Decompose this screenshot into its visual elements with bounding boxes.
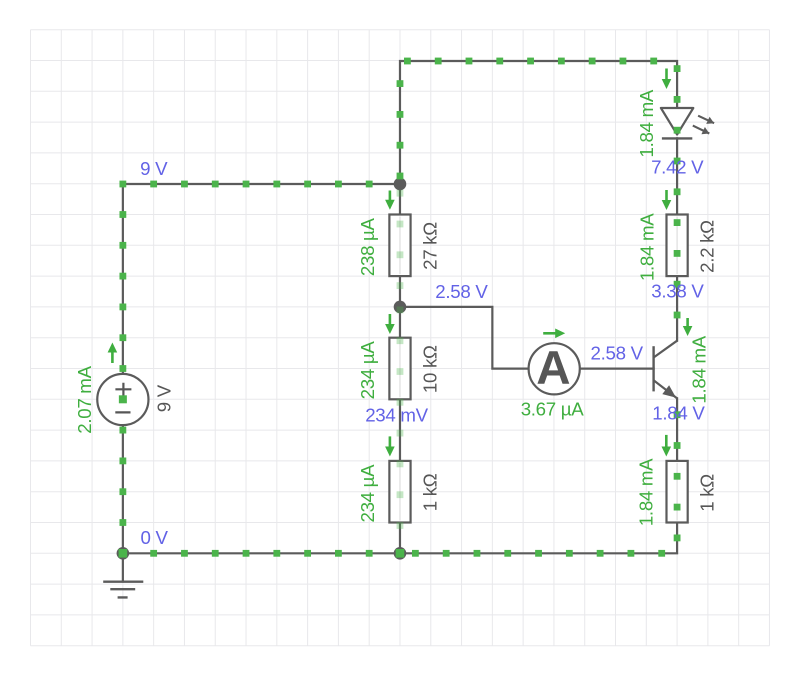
svg-text:2.07 mA: 2.07 mA — [74, 365, 95, 433]
svg-text:234 µA: 234 µA — [357, 464, 378, 523]
svg-text:1 kΩ: 1 kΩ — [697, 474, 718, 512]
svg-text:9 V: 9 V — [154, 384, 175, 412]
svg-text:0 V: 0 V — [141, 527, 169, 548]
svg-text:234 µA: 234 µA — [357, 341, 378, 400]
svg-text:3.38 V: 3.38 V — [651, 281, 704, 302]
svg-text:7.42 V: 7.42 V — [651, 156, 704, 177]
svg-text:1.84 mA: 1.84 mA — [636, 458, 657, 526]
svg-text:1.84 mA: 1.84 mA — [636, 89, 657, 157]
svg-text:1.84 V: 1.84 V — [652, 403, 705, 424]
svg-text:27 kΩ: 27 kΩ — [420, 222, 441, 270]
svg-text:9 V: 9 V — [140, 158, 168, 179]
svg-text:2.58 V: 2.58 V — [435, 281, 488, 302]
svg-text:234 mV: 234 mV — [365, 405, 428, 426]
svg-text:1.84 mA: 1.84 mA — [636, 213, 657, 281]
svg-text:3.67 µA: 3.67 µA — [521, 399, 585, 420]
svg-text:2.2 kΩ: 2.2 kΩ — [697, 220, 718, 273]
svg-text:1 kΩ: 1 kΩ — [420, 473, 441, 511]
svg-text:A: A — [536, 342, 570, 395]
svg-text:1.84 mA: 1.84 mA — [689, 335, 710, 403]
svg-text:10 kΩ: 10 kΩ — [420, 345, 441, 393]
svg-text:238 µA: 238 µA — [357, 217, 378, 276]
svg-text:2.58 V: 2.58 V — [591, 343, 644, 364]
